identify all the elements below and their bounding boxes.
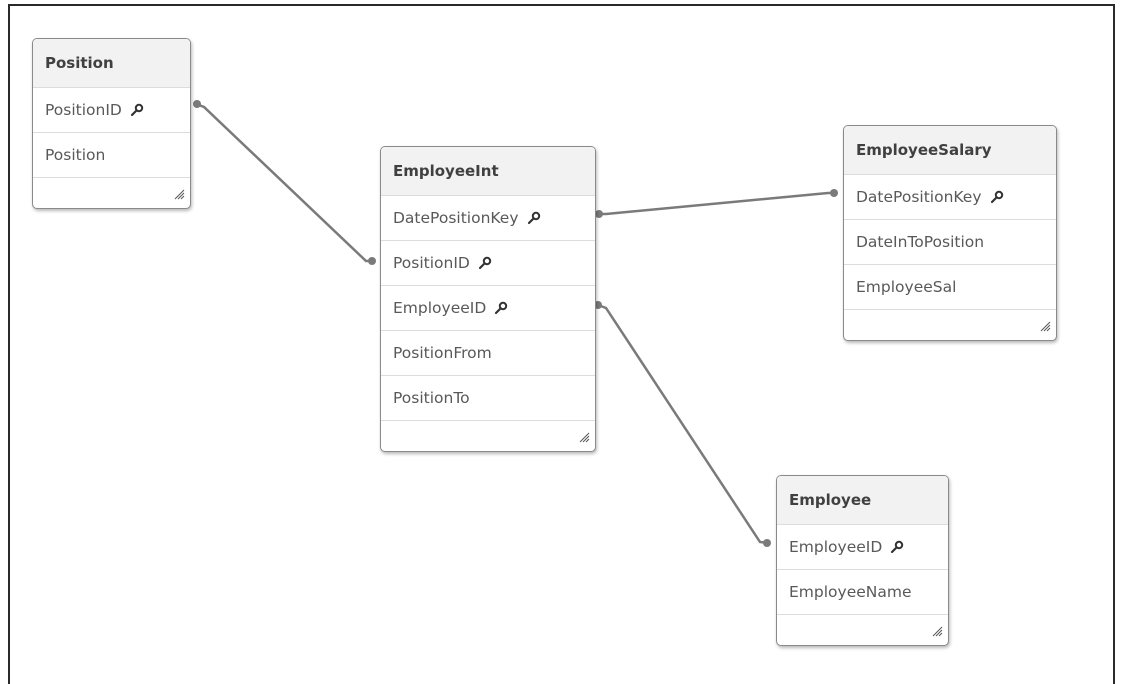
table-footer	[844, 309, 1056, 340]
field-label: Position	[45, 146, 106, 164]
field-row-employeesal[interactable]: EmployeeSal	[844, 264, 1056, 309]
field-row-dateintoposition[interactable]: DateInToPosition	[844, 219, 1056, 264]
resize-grip-icon[interactable]	[174, 185, 185, 204]
table-header-employee[interactable]: Employee	[777, 476, 948, 524]
table-footer	[33, 177, 190, 208]
key-icon	[527, 198, 541, 243]
field-row-position[interactable]: Position	[33, 132, 190, 177]
field-label: DatePositionKey	[393, 209, 519, 227]
field-label: EmployeeSal	[856, 278, 957, 296]
field-label: EmployeeID	[393, 299, 487, 317]
table-footer	[777, 614, 948, 645]
resize-grip-icon[interactable]	[1040, 317, 1051, 336]
field-row-employeeid[interactable]: EmployeeID	[777, 524, 948, 569]
field-row-positionid[interactable]: PositionID	[33, 87, 190, 132]
key-icon	[990, 177, 1004, 222]
table-header-employeeint[interactable]: EmployeeInt	[381, 147, 595, 195]
field-row-datepositionkey[interactable]: DatePositionKey	[844, 174, 1056, 219]
field-row-positionid[interactable]: PositionID	[381, 240, 595, 285]
resize-grip-icon[interactable]	[932, 622, 943, 641]
key-icon	[130, 90, 144, 135]
field-row-employeeid[interactable]: EmployeeID	[381, 285, 595, 330]
table-header-position[interactable]: Position	[33, 39, 190, 87]
key-icon	[478, 243, 492, 288]
field-label: PositionFrom	[393, 344, 492, 362]
field-label: DatePositionKey	[856, 188, 982, 206]
field-label: EmployeeID	[789, 538, 883, 556]
table-employee[interactable]: Employee EmployeeID EmployeeName	[776, 475, 949, 646]
field-label: PositionID	[45, 101, 122, 119]
table-header-employeesalary[interactable]: EmployeeSalary	[844, 126, 1056, 174]
field-row-positionto[interactable]: PositionTo	[381, 375, 595, 420]
field-label: EmployeeName	[789, 583, 912, 601]
field-label: PositionTo	[393, 389, 470, 407]
field-label: DateInToPosition	[856, 233, 985, 251]
key-icon	[890, 527, 904, 572]
table-position[interactable]: Position PositionID Position	[32, 38, 191, 209]
resize-grip-icon[interactable]	[579, 428, 590, 447]
field-row-positionfrom[interactable]: PositionFrom	[381, 330, 595, 375]
table-employeeint[interactable]: EmployeeInt DatePositionKey PositionID E…	[380, 146, 596, 452]
field-row-datepositionkey[interactable]: DatePositionKey	[381, 195, 595, 240]
table-employeesalary[interactable]: EmployeeSalary DatePositionKey DateInToP…	[843, 125, 1057, 341]
field-row-employeename[interactable]: EmployeeName	[777, 569, 948, 614]
table-footer	[381, 420, 595, 451]
field-label: PositionID	[393, 254, 470, 272]
key-icon	[494, 288, 508, 333]
